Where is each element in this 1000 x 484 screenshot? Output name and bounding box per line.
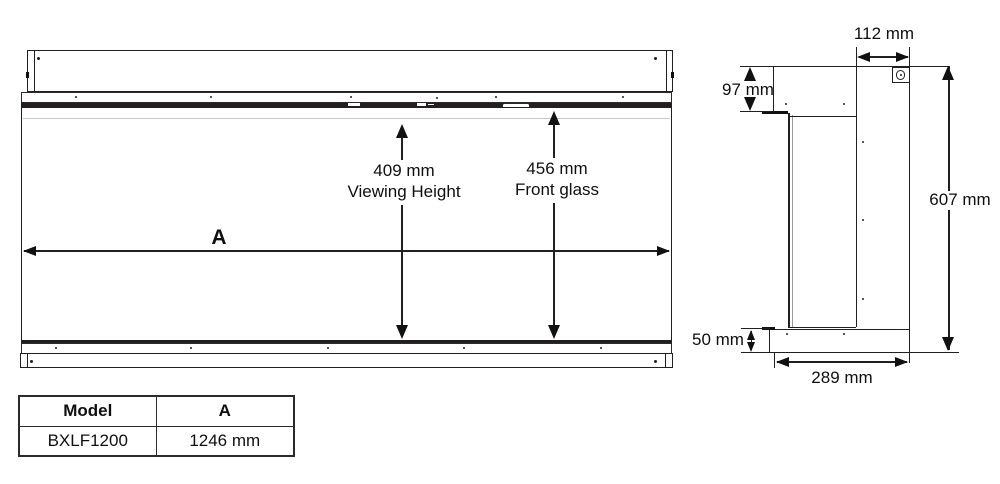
dim-base-height-line — [750, 331, 753, 350]
dim-depth-ext-line — [773, 353, 775, 368]
side-back-line — [909, 47, 911, 363]
front-glass-panel — [21, 106, 672, 343]
spec-table-header-a: A — [155, 395, 295, 427]
dim-viewing-line-bottom — [401, 205, 403, 326]
dim-height-arrowhead-up — [942, 66, 955, 80]
front-base-left-seam — [27, 354, 28, 367]
dim-top-height-ext-line — [740, 110, 772, 112]
dim-viewing-arrowhead-top — [395, 124, 408, 138]
front-trim-strip — [21, 91, 672, 103]
dim-base-height-label: 50 mm — [692, 330, 744, 349]
dim-glass-arrowhead-bottom — [547, 325, 560, 339]
side-topbox-bottom-line — [789, 116, 856, 118]
spec-table-cell-model: BXLF1200 — [18, 425, 157, 457]
screw-dot — [622, 95, 625, 98]
side-top-line — [740, 65, 950, 67]
front-top-cap-left-seam — [34, 51, 35, 91]
dim-viewing-label: Viewing Height — [347, 182, 461, 201]
dim-a-arrowhead-right — [657, 245, 670, 256]
screw-dot — [37, 57, 40, 60]
screw-dot — [784, 102, 787, 105]
side-base-front-line — [768, 329, 770, 352]
screw-dot — [350, 95, 353, 98]
side-inner-wall-line — [855, 47, 857, 327]
spec-table-cell-a-value: 1246 mm — [155, 425, 295, 457]
screw-dot — [842, 102, 845, 105]
spec-table-header-row: Model A — [18, 395, 295, 427]
rail-notch — [417, 103, 426, 106]
side-base-top-line — [769, 328, 909, 331]
front-bottom-strip — [21, 342, 672, 354]
screw-dot — [463, 346, 466, 349]
screw-dot — [861, 218, 864, 221]
dim-top-depth-arrowhead-right — [895, 51, 909, 62]
screw-dot — [30, 359, 33, 363]
screw-dot — [842, 333, 845, 336]
screw-dot — [654, 57, 657, 60]
screw-dot — [654, 359, 657, 363]
front-top-cap-right-seam — [665, 51, 667, 91]
end-cap-mark — [670, 72, 674, 78]
dim-base-height-arrowhead-down — [747, 341, 755, 352]
side-body-front-inner-line — [791, 115, 793, 327]
screw-dot — [55, 346, 58, 349]
screw-dot — [190, 346, 193, 349]
dim-depth-arrowhead-right — [894, 356, 908, 367]
glass-top-reflection-line — [23, 118, 670, 119]
screw-dot — [600, 346, 603, 349]
dim-top-depth-label: 112 mm — [853, 24, 915, 43]
dim-top-height-arrowhead-up — [743, 66, 756, 81]
dim-viewing-arrowhead-bottom — [395, 325, 408, 339]
spec-table-data-row: BXLF1200 1246 mm — [18, 425, 295, 457]
dim-top-height-arrowhead-down — [743, 96, 756, 111]
rail-notch — [348, 103, 360, 106]
front-base-right-seam — [665, 354, 666, 367]
side-body-bottom-line — [789, 326, 856, 328]
dim-top-depth-line — [859, 56, 908, 58]
fastener-bracket — [891, 66, 910, 83]
dim-a-line — [24, 250, 669, 252]
dim-glass-label: Front glass — [514, 180, 600, 199]
spec-table: Model A BXLF1200 1246 mm — [18, 395, 295, 457]
front-rail — [21, 102, 672, 107]
screw-dot — [861, 297, 864, 300]
dim-glass-line-top — [553, 124, 555, 158]
dim-depth-label: 289 mm — [811, 368, 873, 387]
front-base — [19, 353, 673, 368]
side-top-step — [762, 110, 788, 114]
dim-viewing-value: 409 mm — [373, 161, 435, 180]
dim-height-label: 607 mm — [926, 190, 994, 210]
screw-dot — [436, 97, 439, 100]
screw-dot — [75, 95, 78, 98]
screw-dot — [327, 346, 330, 349]
spec-table-header-model: Model — [18, 395, 157, 427]
rail-notch — [428, 103, 434, 106]
dim-top-depth-arrowhead-left — [857, 51, 870, 62]
side-topbox-front-line — [772, 66, 774, 111]
dim-height-arrowhead-down — [942, 337, 955, 351]
screw-dot — [210, 95, 213, 98]
side-body-front-line — [788, 113, 790, 328]
screw-dot — [861, 140, 864, 143]
end-cap-mark — [25, 72, 29, 78]
dim-a-label: A — [211, 226, 227, 249]
dim-a-arrowhead-left — [22, 245, 36, 256]
dim-base-height-ext-line — [740, 328, 769, 330]
dim-glass-arrowhead-top — [547, 111, 560, 125]
dim-base-height-arrowhead-up — [747, 329, 755, 340]
side-bottom-line — [740, 351, 959, 354]
screw-dot — [785, 333, 788, 336]
dim-depth-line — [777, 361, 907, 363]
dim-glass-line-bottom — [553, 203, 555, 326]
dim-depth-arrowhead-left — [776, 356, 789, 367]
dim-viewing-line-top — [401, 137, 403, 160]
front-top-cap — [27, 50, 673, 92]
screw-icon — [896, 70, 906, 80]
dim-top-height-label: 97 mm — [722, 79, 774, 99]
screw-dot — [495, 95, 498, 98]
dim-glass-value: 456 mm — [526, 159, 588, 178]
